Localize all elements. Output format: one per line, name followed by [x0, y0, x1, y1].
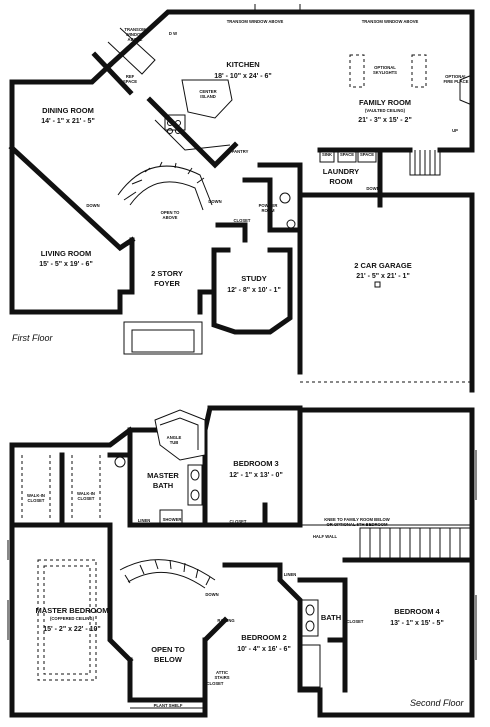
bedroom2-label: BEDROOM 2: [241, 633, 286, 642]
foyer-label-2: FOYER: [154, 279, 180, 288]
walk-in-closet-label: WALK-IN: [77, 491, 95, 496]
first-floor-labels: KITCHEN 18' - 10" x 24' - 6" DINING ROOM…: [12, 19, 469, 343]
kitchen-dim: 18' - 10" x 24' - 6": [214, 73, 271, 80]
linen-label: LINEN: [284, 572, 297, 577]
garage-dim: 21' - 5" x 21' - 1": [356, 273, 410, 280]
second-floor-details: [7, 409, 477, 709]
wash-space-label: WASH: [341, 147, 354, 152]
kitchen-label: KITCHEN: [226, 60, 259, 69]
ref-space-label: SPACE: [123, 79, 137, 84]
bedroom4-label: BEDROOM 4: [394, 607, 440, 616]
kitchen-island: [181, 79, 233, 119]
first-floor-walls: [8, 9, 475, 393]
skylight-2: [411, 54, 427, 88]
walk-in-closet-label: CLOSET: [78, 496, 95, 501]
second-floor-title: Second Floor: [410, 698, 465, 708]
dining-room-label: DINING ROOM: [42, 106, 94, 115]
transom-label: WINDOW: [126, 32, 144, 37]
ref-space-label: REF: [126, 74, 135, 79]
fireplace-icon: [459, 74, 473, 106]
skylight-1: [349, 54, 365, 88]
transom-window-label: TRANSOM WINDOW ABOVE: [362, 19, 419, 24]
second-floor-labels: MASTER BATH BEDROOM 3 12' - 1" x 13' - 0…: [27, 435, 464, 708]
living-room-dim: 15' - 5" x 19' - 6": [39, 261, 93, 268]
skylights-label: OPTIONAL: [374, 65, 396, 70]
half-wall-label: HALF WALL: [313, 534, 338, 539]
dry-space-label: DRY: [363, 147, 372, 152]
pantry-label: PANTRY: [232, 149, 249, 154]
kneewall-note: OR OPTIONAL 5TH BEDROOM: [326, 522, 388, 527]
second-floor-walls: [9, 405, 475, 718]
skylights-label: SKYLIGHTS: [373, 70, 397, 75]
transom-window-label: TRANSOM WINDOW ABOVE: [227, 19, 284, 24]
laundry-label-1: LAUNDRY: [323, 167, 359, 176]
open-to-below-label-1: OPEN TO: [151, 645, 185, 654]
attic-stairs-label: ATTIC: [216, 670, 228, 675]
powder-room-label: POWDER: [259, 203, 278, 208]
curved-stair-1: [117, 165, 213, 206]
railing-label: RAILING: [217, 618, 234, 623]
master-bedroom-note: (COFFERED CEILING): [50, 616, 95, 621]
linen-label: LINEN: [138, 518, 151, 523]
shower-label: SHOWER: [163, 517, 182, 522]
transom-label: ABOVE: [128, 37, 143, 42]
open-to-above-label: ABOVE: [163, 215, 178, 220]
bedroom3-label: BEDROOM 3: [233, 459, 278, 468]
walk-in-closet-label: WALK-IN: [27, 493, 45, 498]
walk-in-closet-label: CLOSET: [28, 498, 45, 503]
curved-stair-2: [119, 559, 216, 581]
bedroom4-dim: 13' - 1" x 15' - 5": [390, 620, 444, 627]
dry-space-label: SPACE: [360, 152, 374, 157]
first-floor-title: First Floor: [12, 333, 54, 343]
attic-stairs-label: STAIRS: [214, 675, 229, 680]
garage-label: 2 CAR GARAGE: [354, 261, 412, 270]
island-label: ISLAND: [200, 94, 216, 99]
master-bath-label-2: BATH: [153, 481, 173, 490]
family-room-note: (VAULTED CEILING): [365, 108, 406, 113]
dishwasher-label: D W: [169, 31, 177, 36]
open-to-below-label-2: BELOW: [154, 655, 183, 664]
closet-label: CLOSET: [234, 218, 251, 223]
down-label: DOWN: [366, 186, 379, 191]
fireplace-label: OPTIONAL: [445, 74, 467, 79]
plant-shelf-label: PLANT SHELF: [154, 703, 183, 708]
bedroom2-dim: 10' - 4" x 16' - 6": [237, 646, 291, 653]
coffered-ceiling: [37, 559, 97, 681]
laundry-label-2: ROOM: [329, 177, 352, 186]
fireplace-label: FIRE PLACE: [444, 79, 469, 84]
family-room-dim: 21' - 3" x 15' - 2": [358, 117, 412, 124]
master-bath-label-1: MASTER: [147, 471, 179, 480]
up-label: UP: [452, 128, 458, 133]
transom-label: TRANSOM: [124, 27, 146, 32]
opt-sink-label: OPT.: [322, 147, 331, 152]
open-to-above-label: OPEN TO: [161, 210, 181, 215]
first-floor-details: [107, 4, 473, 383]
angle-tub-label: TUB: [170, 440, 179, 445]
closet-label: CLOSET: [230, 519, 247, 524]
kneewall-note: KNEE TO FAMILY ROOM BELOW: [324, 517, 390, 522]
down-label: DOWN: [205, 592, 218, 597]
master-bedroom-dim: 15' - 2" x 22' - 10": [43, 626, 100, 633]
family-room-label: FAMILY ROOM: [359, 98, 411, 107]
angle-tub-label: ANGLE: [167, 435, 182, 440]
opt-sink-label: SINK: [322, 152, 332, 157]
living-room-label: LIVING ROOM: [41, 249, 91, 258]
study-dim: 12' - 8" x 10' - 1": [227, 287, 281, 294]
wash-space-label: SPACE: [340, 152, 354, 157]
down-label: DOWN: [208, 199, 221, 204]
bath-label: BATH: [321, 613, 341, 622]
down-label: DOWN: [86, 203, 99, 208]
dining-room-dim: 14' - 1" x 21' - 5": [41, 118, 95, 125]
powder-room-label: ROOM: [261, 208, 275, 213]
master-bedroom-label: MASTER BEDROOM: [36, 606, 109, 615]
study-label: STUDY: [241, 274, 266, 283]
foyer-label-1: 2 STORY: [151, 269, 183, 278]
island-label: CENTER: [199, 89, 216, 94]
bedroom3-dim: 12' - 1" x 13' - 0": [229, 472, 283, 479]
closet-label: CLOSET: [347, 619, 364, 624]
closet-label: CLOSET: [207, 681, 224, 686]
